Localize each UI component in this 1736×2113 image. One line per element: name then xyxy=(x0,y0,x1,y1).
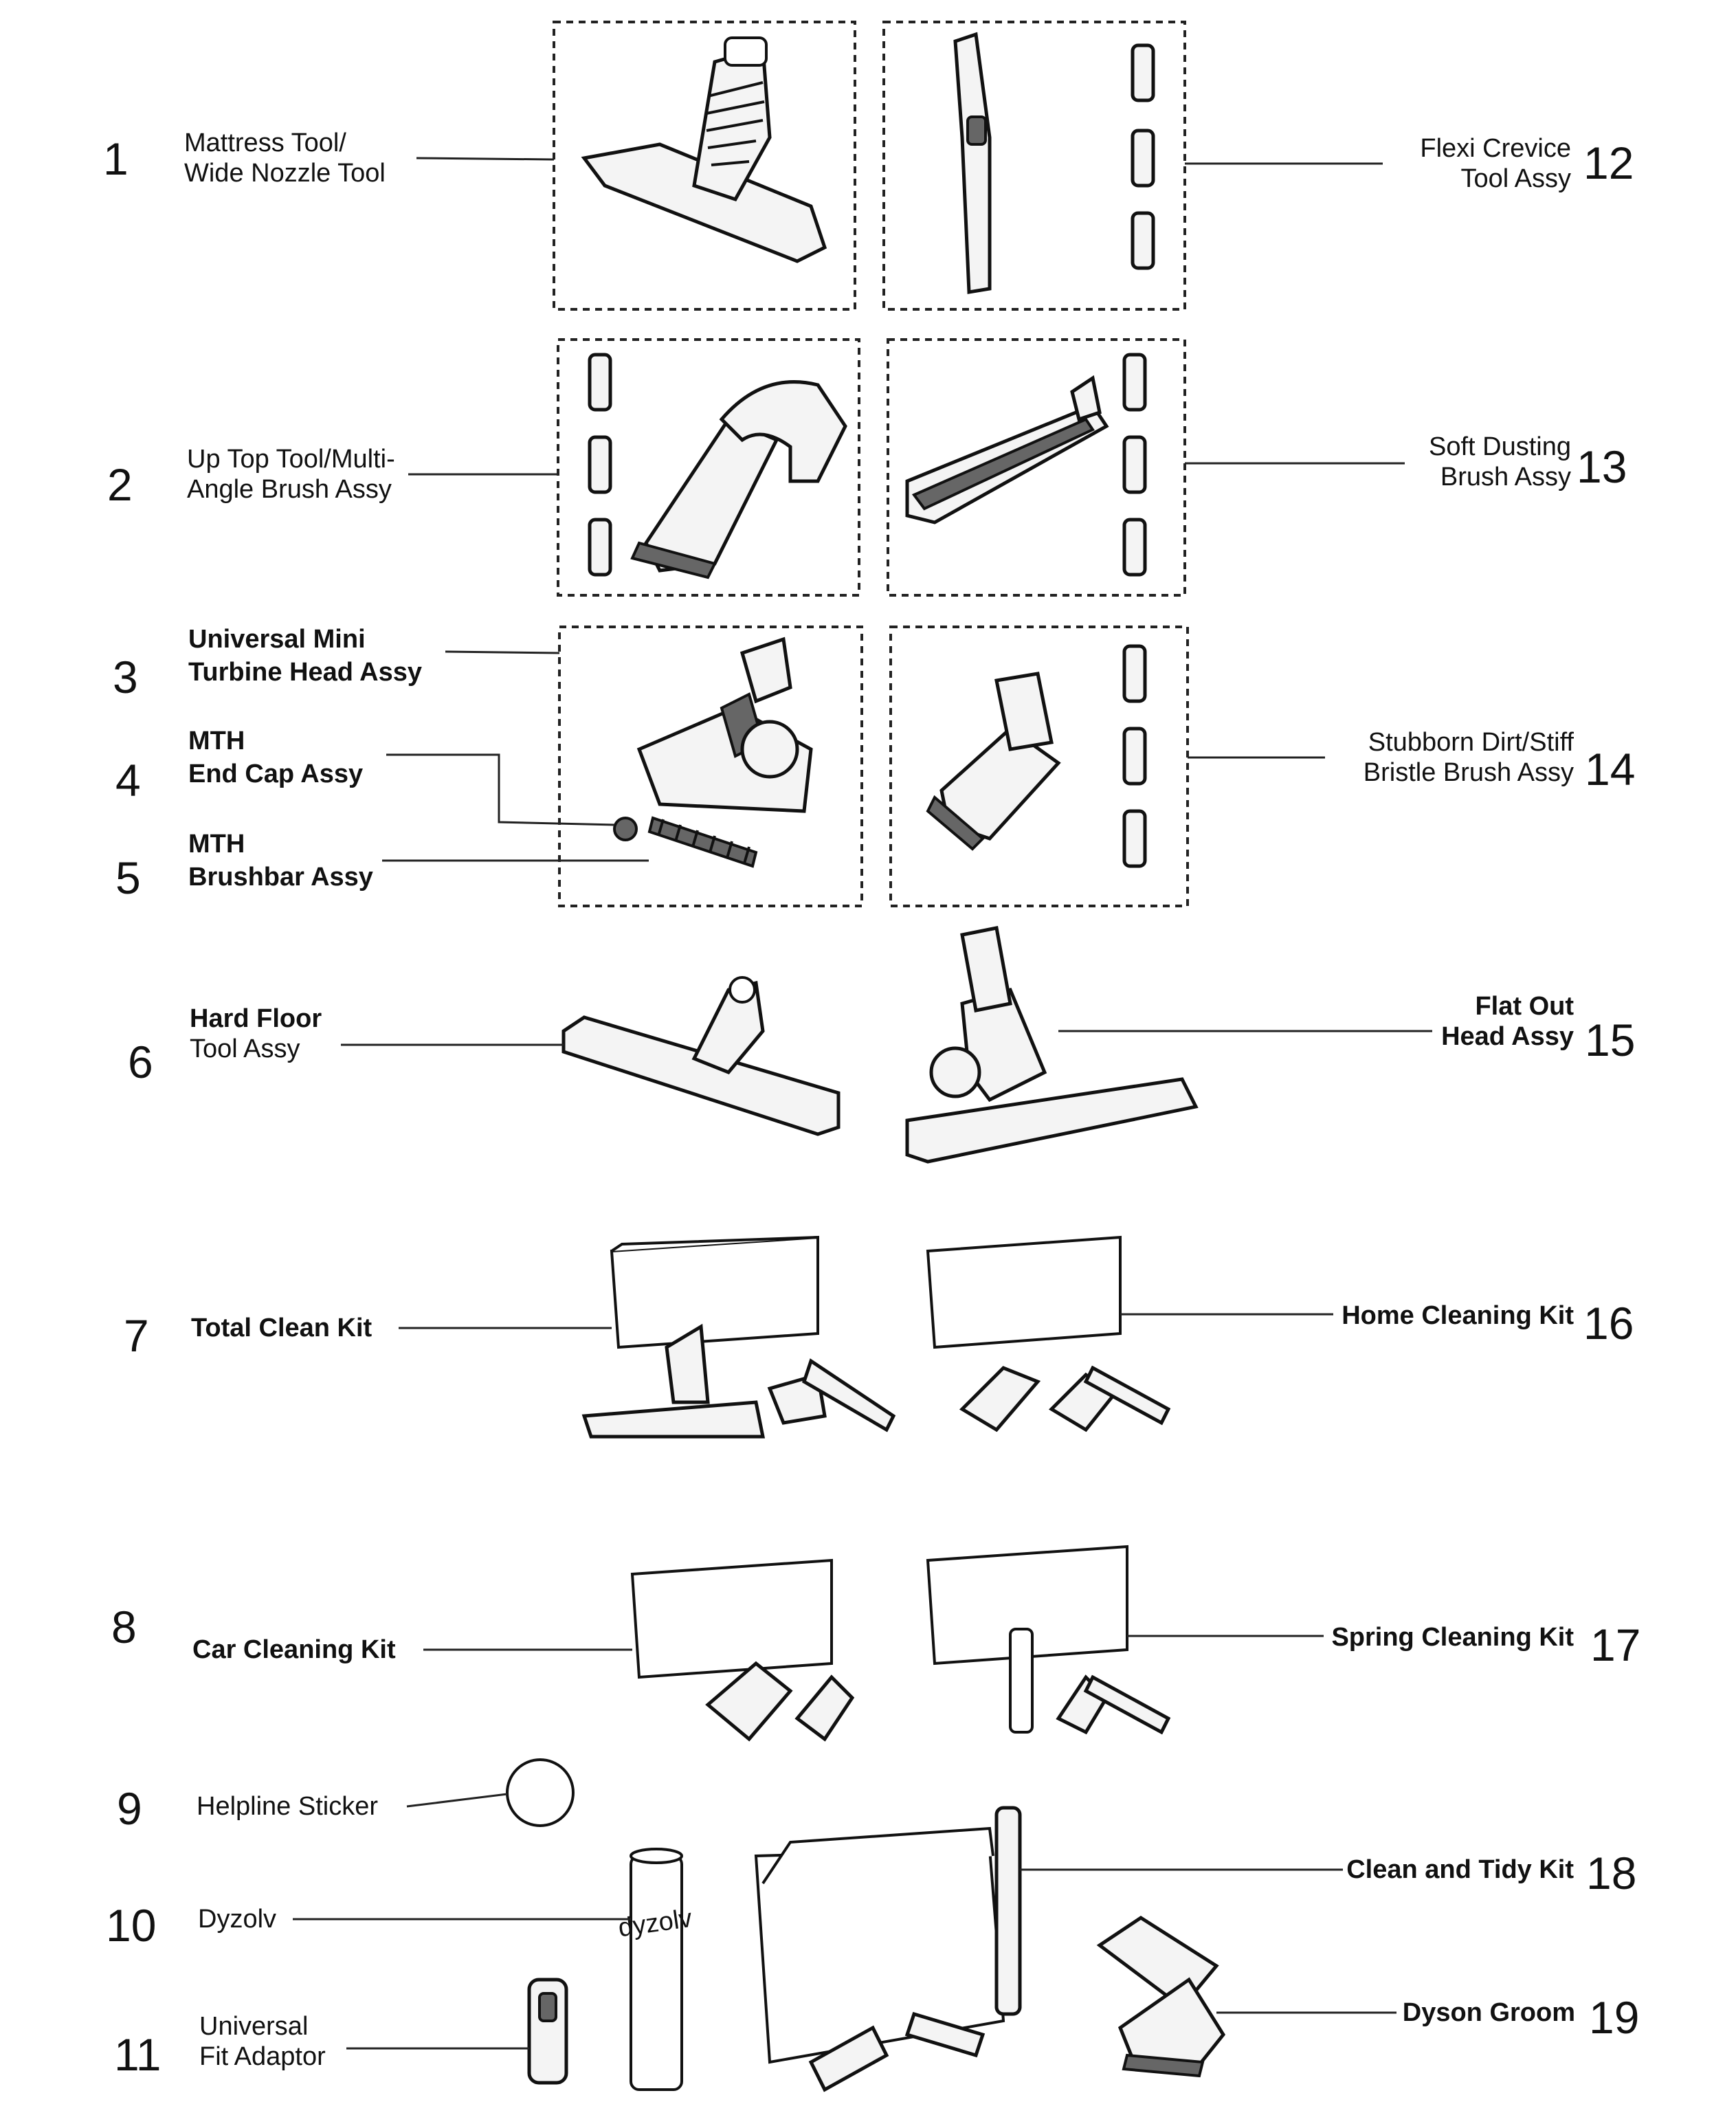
part-number-12: 12 xyxy=(1583,137,1634,188)
part-number-18: 18 xyxy=(1586,1848,1636,1899)
part-number-4: 4 xyxy=(115,755,141,806)
part-number-13: 13 xyxy=(1577,441,1627,492)
part-label-14-line2: Bristle Brush Assy xyxy=(1364,758,1574,787)
part-label-13-line1: Soft Dusting xyxy=(1429,432,1571,461)
group-box-14 xyxy=(889,626,1189,907)
part-number-9: 9 xyxy=(117,1783,142,1834)
part-label-1-line1: Mattress Tool/ xyxy=(184,129,346,157)
part-number-5: 5 xyxy=(115,852,141,903)
part-number-11: 11 xyxy=(114,2029,162,2080)
fit-adaptor-icon xyxy=(527,1978,568,2085)
part-label-12-line1: Flexi Crevice xyxy=(1420,134,1571,163)
part-label-14-line1: Stubborn Dirt/Stiff xyxy=(1368,728,1574,757)
part-label-8: Car Cleaning Kit xyxy=(192,1635,396,1664)
group-box-3 xyxy=(558,626,863,907)
part-label-1-line2: Wide Nozzle Tool xyxy=(184,159,386,188)
leader-lines xyxy=(293,157,1432,2050)
mini-turbine-head-icon xyxy=(636,637,813,813)
total-clean-kit-icon xyxy=(581,1235,896,1439)
part-label-10: Dyzolv xyxy=(198,1905,276,1934)
part-label-2-line1: Up Top Tool/Multi- xyxy=(187,445,395,474)
part-label-15-line1: Flat Out xyxy=(1475,992,1574,1021)
left-labels: Mattress Tool/ Wide Nozzle Tool Up Top T… xyxy=(184,129,422,2071)
group-box-1 xyxy=(553,21,856,311)
group-box-12 xyxy=(882,21,1186,311)
part-label-16: Home Cleaning Kit xyxy=(1342,1301,1574,1330)
part-number-6: 6 xyxy=(128,1037,153,1087)
group-box-13 xyxy=(887,338,1186,597)
part-label-6-line2: Tool Assy xyxy=(190,1035,300,1063)
part-label-11-line1: Universal xyxy=(199,2012,308,2041)
part-label-17: Spring Cleaning Kit xyxy=(1331,1623,1574,1652)
part-number-15: 15 xyxy=(1585,1015,1635,1065)
helpline-sticker-icon xyxy=(506,1758,575,1827)
part-label-13-line2: Brush Assy xyxy=(1440,463,1571,491)
part-label-4-line1: MTH xyxy=(188,727,245,755)
part-label-2-line2: Angle Brush Assy xyxy=(187,475,392,504)
part-number-16: 16 xyxy=(1583,1298,1634,1349)
spring-cleaning-kit-icon xyxy=(926,1545,1171,1735)
part-label-4-line2: End Cap Assy xyxy=(188,760,363,788)
clean-and-tidy-kit-icon xyxy=(754,1806,1022,2092)
part-label-12-line2: Tool Assy xyxy=(1460,164,1571,193)
part-number-8: 8 xyxy=(111,1602,137,1652)
flat-out-head-icon xyxy=(905,926,1199,1164)
up-top-tool-icon xyxy=(588,353,847,579)
part-label-3-line2: Turbine Head Assy xyxy=(188,658,422,687)
part-label-7: Total Clean Kit xyxy=(191,1314,372,1342)
part-number-3: 3 xyxy=(113,652,138,703)
part-number-19: 19 xyxy=(1589,1992,1639,2043)
part-number-10: 10 xyxy=(106,1900,156,1951)
car-cleaning-kit-icon xyxy=(630,1558,855,1742)
flexi-crevice-tool-icon xyxy=(953,32,1155,294)
part-label-5-line2: Brushbar Assy xyxy=(188,863,373,892)
part-number-14: 14 xyxy=(1585,744,1635,795)
soft-dusting-brush-icon xyxy=(905,353,1147,577)
mattress-tool-icon xyxy=(581,36,827,263)
part-numbers: 1 2 3 4 5 6 7 8 9 10 11 12 13 14 15 16 1… xyxy=(103,133,1640,2080)
end-cap-icon xyxy=(613,817,638,841)
part-number-2: 2 xyxy=(107,459,133,510)
part-label-6-line1: Hard Floor xyxy=(190,1004,322,1033)
dyson-groom-icon xyxy=(1096,1916,1226,2078)
part-number-7: 7 xyxy=(124,1310,149,1361)
part-label-5-line1: MTH xyxy=(188,830,245,859)
part-label-9: Helpline Sticker xyxy=(197,1792,378,1821)
part-number-17: 17 xyxy=(1590,1619,1640,1670)
part-label-11-line2: Fit Adaptor xyxy=(199,2042,326,2071)
part-number-1: 1 xyxy=(103,133,129,184)
brushbar-icon xyxy=(647,816,758,868)
hard-floor-tool-icon xyxy=(561,976,841,1136)
part-label-18: Clean and Tidy Kit xyxy=(1346,1855,1574,1884)
part-label-19: Dyson Groom xyxy=(1403,1998,1575,2027)
stiff-bristle-brush-icon xyxy=(926,644,1147,868)
part-label-3-line1: Universal Mini xyxy=(188,625,366,654)
right-labels: Flexi Crevice Tool Assy Soft Dusting Bru… xyxy=(1331,134,1575,2027)
part-label-15-line2: Head Assy xyxy=(1441,1022,1574,1051)
home-cleaning-kit-icon xyxy=(926,1235,1171,1432)
dyzolv-can-icon: dyzolv xyxy=(616,1848,694,2091)
group-box-2 xyxy=(557,338,860,597)
